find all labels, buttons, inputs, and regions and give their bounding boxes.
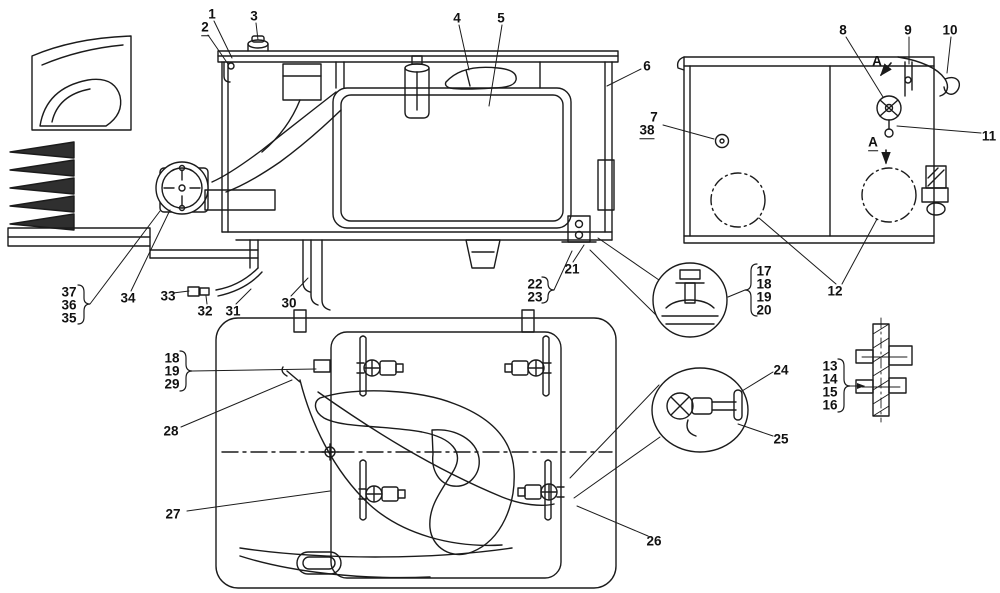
plate-view-drawing: [215, 309, 661, 589]
tractor-front-drawing: [7, 35, 259, 259]
detail-circle-bolt: [652, 262, 728, 338]
detail-circle-clamp: [651, 367, 749, 453]
leader-lines: [77, 20, 982, 537]
bracket-section-detail: [855, 317, 913, 423]
side-view-drawing: [155, 35, 660, 316]
rear-view-drawing: [676, 56, 961, 244]
